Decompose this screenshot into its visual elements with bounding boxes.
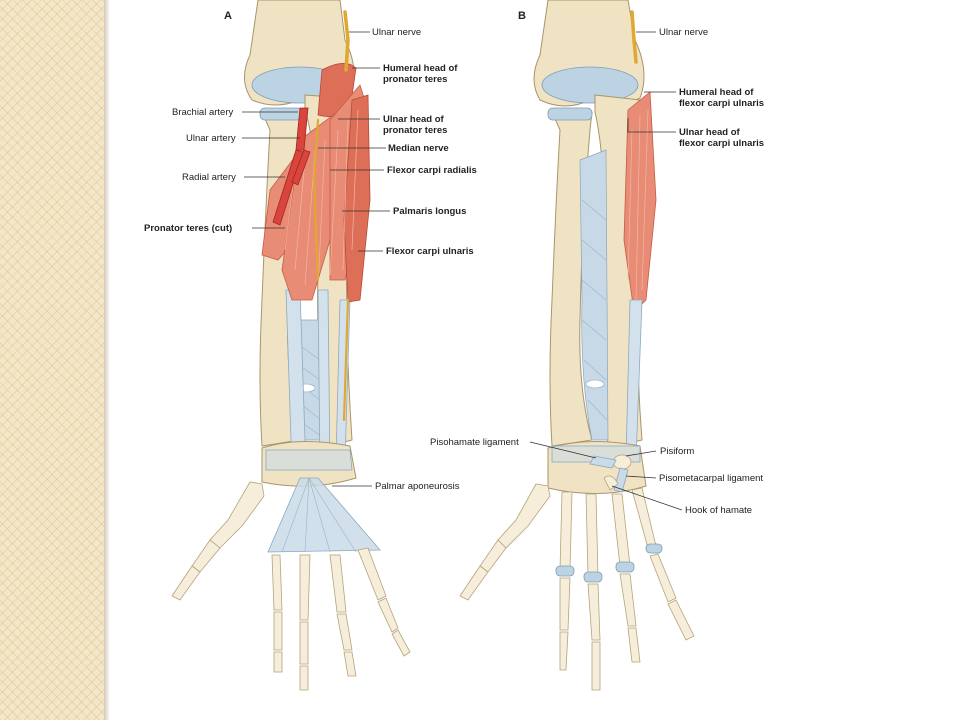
panel-b-letter: B	[518, 10, 526, 22]
label-a-humeral-head-pronator-2: pronator teres	[383, 74, 447, 85]
decorative-side-stripe	[0, 0, 104, 720]
label-b-pisiform: Pisiform	[660, 446, 694, 457]
panel-a-ulnar-artery	[291, 149, 311, 186]
panel-a-palmar-aponeurosis-fan	[267, 477, 381, 553]
label-b-pisometacarpal-ligament: Pisometacarpal ligament	[659, 473, 763, 484]
label-a-pronator-teres-cut: Pronator teres (cut)	[144, 223, 232, 234]
panel-b-trochlea-cartilage	[541, 66, 639, 104]
label-a-flexor-carpi-radialis: Flexor carpi radialis	[387, 165, 477, 176]
label-a-flexor-carpi-ulnaris: Flexor carpi ulnaris	[386, 246, 474, 257]
label-a-ulnar-head-pronator-2: pronator teres	[383, 125, 447, 136]
label-a-brachial-artery: Brachial artery	[172, 107, 233, 118]
panel-a-flexor-carpi-ulnaris	[343, 94, 371, 303]
panel-b-pisiform-bone	[612, 454, 632, 470]
panel-b-radial-head	[547, 107, 593, 121]
label-a-palmaris-longus: Palmaris longus	[393, 206, 466, 217]
panel-a: A Ulnar nerve Humeral head of pronator t…	[144, 0, 477, 691]
label-b-hook-of-hamate: Hook of hamate	[685, 505, 752, 516]
label-a-radial-artery: Radial artery	[182, 172, 236, 183]
stripe-shadow-edge	[104, 0, 110, 720]
label-b-ulnar-head-fcu-1: Ulnar head of	[679, 127, 741, 138]
panel-a-ulnar-nerve	[343, 10, 350, 72]
panel-a-wrist-ligaments	[265, 449, 353, 471]
panel-a-radial-head	[259, 107, 303, 121]
label-a-median-nerve: Median nerve	[388, 143, 449, 154]
label-a-ulnar-nerve: Ulnar nerve	[372, 27, 421, 38]
panel-a-letter: A	[224, 10, 232, 22]
panel-a-radial-artery	[272, 149, 304, 226]
panel-a-median-nerve	[312, 118, 320, 282]
label-a-humeral-head-pronator-1: Humeral head of	[383, 63, 458, 74]
label-a-ulnar-head-pronator-1: Ulnar head of	[383, 114, 445, 125]
label-b-ulnar-head-fcu-2: flexor carpi ulnaris	[679, 138, 764, 149]
panel-a-hand-bones	[171, 481, 411, 691]
panel-b-hand-bones	[459, 483, 695, 691]
label-b-ulnar-nerve: Ulnar nerve	[659, 27, 708, 38]
panel-b-ulnar-nerve	[630, 10, 638, 64]
label-b-humeral-head-fcu-2: flexor carpi ulnaris	[679, 98, 764, 109]
panel-b-pisohamate-ligament	[589, 455, 617, 469]
label-a-ulnar-artery: Ulnar artery	[186, 133, 236, 144]
panel-b: B Ulnar nerve Humeral head of flexor car…	[430, 0, 764, 691]
label-b-pisohamate-ligament: Pisohamate ligament	[430, 437, 519, 448]
label-a-palmar-aponeurosis: Palmar aponeurosis	[375, 481, 460, 492]
panel-b-interosseous-membrane	[579, 149, 609, 441]
label-b-humeral-head-fcu-1: Humeral head of	[679, 87, 754, 98]
